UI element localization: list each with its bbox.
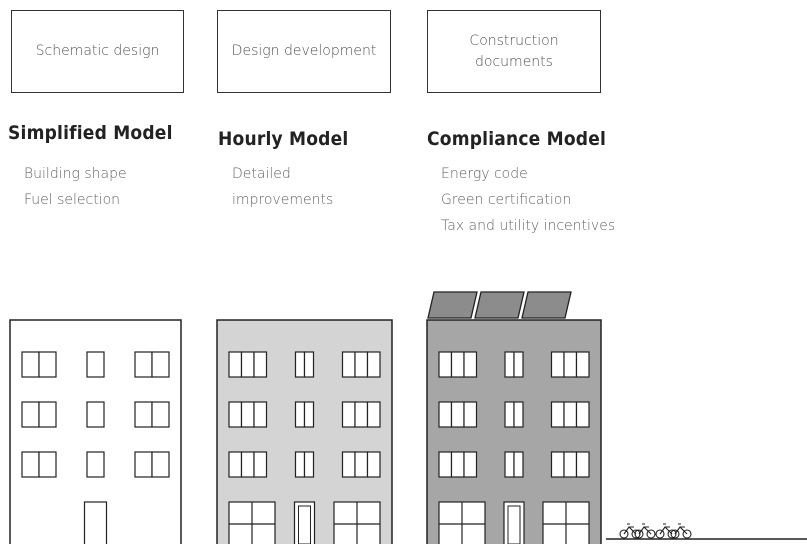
solar-panels	[427, 291, 572, 319]
window-pane	[253, 451, 268, 478]
building-simplified	[9, 319, 182, 544]
phase-label: Design development	[231, 43, 377, 60]
window-pane	[575, 351, 590, 378]
phase-box-design-development: Design development	[217, 10, 391, 93]
window-pane	[21, 401, 40, 428]
window-pane	[341, 451, 356, 478]
window-pane	[86, 451, 105, 478]
model-title-simplified: Simplified Model	[8, 122, 173, 144]
solar-panel	[427, 291, 478, 319]
window-pane	[228, 451, 243, 478]
model-items-simplified: Building shape Fuel selection	[24, 161, 127, 213]
window-pane	[341, 401, 356, 428]
window-pane	[86, 351, 105, 378]
window-pane	[151, 401, 170, 428]
building-compliance	[426, 319, 602, 544]
door-glass	[507, 505, 521, 544]
window-pane	[438, 451, 453, 478]
window-pane	[341, 351, 356, 378]
solar-panel	[521, 291, 572, 319]
door	[83, 501, 108, 544]
bicycles-icon	[619, 523, 692, 539]
model-title-compliance: Compliance Model	[427, 128, 607, 150]
window-pane	[134, 401, 153, 428]
window-pane	[240, 351, 255, 378]
door	[503, 501, 525, 544]
list-item: Tax and utility incentives	[441, 218, 616, 234]
window-pane	[504, 401, 515, 428]
window-pane	[38, 351, 57, 378]
phase-box-construction-documents: Construction documents	[427, 10, 601, 93]
window-pane	[294, 401, 306, 428]
window-pane	[294, 451, 306, 478]
window-pane	[151, 351, 170, 378]
list-item: Detailed improvements	[232, 166, 334, 208]
model-title-hourly: Hourly Model	[218, 128, 349, 150]
window-pane	[354, 451, 369, 478]
window-pane	[575, 401, 590, 428]
window-pane	[21, 451, 40, 478]
window-pane	[550, 401, 565, 428]
window-pane	[303, 401, 315, 428]
phase-label: Construction documents	[469, 33, 559, 70]
window-pane	[240, 451, 255, 478]
phase-box-schematic-design: Schematic design	[11, 10, 184, 93]
window-pane	[504, 351, 515, 378]
window-pane	[303, 351, 315, 378]
window-pane	[228, 401, 243, 428]
model-items-compliance: Energy code Green certification Tax and …	[441, 161, 615, 239]
window-pane	[550, 451, 565, 478]
window-pane	[463, 351, 478, 378]
list-item: Building shape	[24, 166, 127, 182]
window-pane	[21, 351, 40, 378]
list-item: Energy code	[441, 166, 528, 182]
window-pane	[86, 401, 105, 428]
door-glass	[298, 505, 311, 544]
window-pane	[366, 351, 381, 378]
window-pane	[134, 451, 153, 478]
window-pane	[366, 451, 381, 478]
window-pane	[563, 351, 578, 378]
window-pane	[151, 451, 170, 478]
window-pane	[354, 401, 369, 428]
window-pane	[134, 351, 153, 378]
window-pane	[463, 451, 478, 478]
window-pane	[240, 401, 255, 428]
window-pane	[354, 351, 369, 378]
phase-label: Schematic design	[35, 43, 160, 60]
window-pane	[253, 351, 268, 378]
window-pane	[438, 401, 453, 428]
window-pane	[38, 451, 57, 478]
window-pane	[303, 451, 315, 478]
window-pane	[563, 401, 578, 428]
window-pane	[504, 451, 515, 478]
window-pane	[294, 351, 306, 378]
solar-panel	[474, 291, 525, 319]
window-pane	[563, 451, 578, 478]
window-pane	[450, 451, 465, 478]
list-item: Fuel selection	[24, 192, 121, 208]
list-item: Green certification	[441, 192, 572, 208]
window-pane	[463, 401, 478, 428]
window-pane	[450, 401, 465, 428]
window-pane	[38, 401, 57, 428]
model-items-hourly: Detailed improvements	[232, 161, 357, 213]
window-pane	[438, 351, 453, 378]
window-pane	[550, 351, 565, 378]
window-pane	[253, 401, 268, 428]
window-pane	[450, 351, 465, 378]
window-pane	[513, 451, 524, 478]
window-pane	[513, 351, 524, 378]
window-pane	[575, 451, 590, 478]
window-pane	[366, 401, 381, 428]
building-hourly	[216, 319, 393, 544]
window-pane	[513, 401, 524, 428]
window-pane	[228, 351, 243, 378]
door	[293, 501, 316, 544]
